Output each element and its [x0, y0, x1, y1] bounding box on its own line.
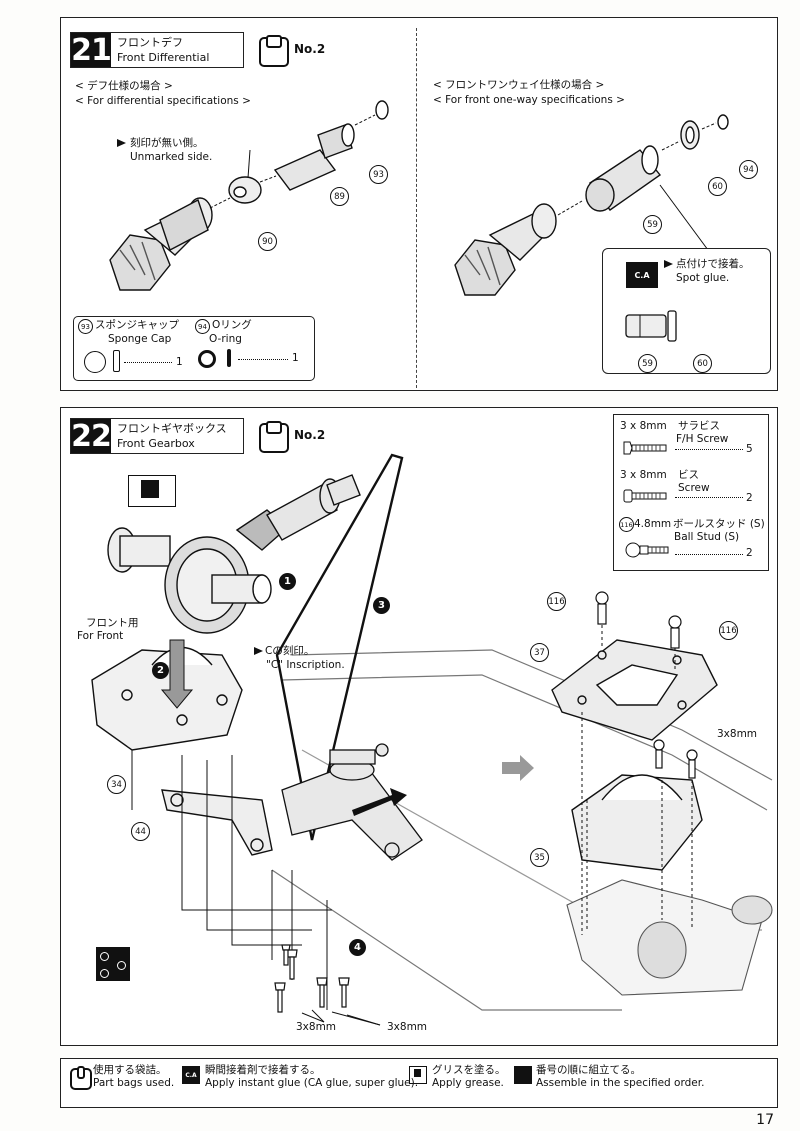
heading-oneway-jp: < フロントワンウェイ仕様の場合 >: [433, 79, 605, 91]
part-35: 35: [530, 848, 549, 867]
legend-bag: 使用する袋詰。 Part bags used.: [93, 1064, 175, 1089]
arrow-icon: [117, 139, 126, 147]
hardware-name-en: F/H Screw: [676, 433, 729, 445]
leader-line: [675, 449, 743, 450]
sponge-cap-icon: [84, 351, 106, 373]
part-34: 34: [107, 775, 126, 794]
hardware-size: 4.8mm: [634, 518, 672, 530]
leader-line: [238, 359, 288, 360]
grease-icon: [128, 475, 176, 507]
leader-line: [124, 362, 172, 363]
part-59: 59: [638, 354, 657, 373]
label-for-front-en: For Front: [77, 630, 124, 642]
part-name-en: Sponge Cap: [108, 333, 172, 345]
hardware-name-en: Ball Stud (S): [674, 531, 740, 543]
step-title-jp: フロントデフ: [117, 36, 183, 49]
page-number: 17: [756, 1112, 774, 1128]
hardware-size: 3 x 8mm: [620, 469, 667, 481]
order-step-1: 1: [279, 573, 296, 590]
part-37: 37: [530, 643, 549, 662]
hardware-name-jp: ビス: [678, 469, 699, 481]
bag-icon: [70, 1066, 92, 1090]
divider: [416, 28, 417, 388]
screw-label: 3x8mm: [717, 728, 758, 740]
ball-stud-icon: [625, 542, 669, 558]
step-number: 22: [71, 418, 112, 454]
step-title-en: Front Differential: [117, 51, 210, 64]
glue-note-jp: 点付けで接着。: [676, 258, 750, 270]
part-116: 116: [619, 517, 634, 532]
step-number: 21: [71, 32, 112, 68]
hardware-size: 3 x 8mm: [620, 420, 667, 432]
part-116: 116: [719, 621, 738, 640]
part-94: 94: [739, 160, 758, 179]
fh-screw-icon: [623, 441, 667, 455]
note-c-jp: Cの刻印。: [265, 645, 315, 657]
part-116: 116: [547, 592, 566, 611]
heading-jp: < デフ仕様の場合 >: [75, 80, 173, 92]
part-59: 59: [643, 215, 662, 234]
sponge-cap-side-icon: [113, 350, 120, 372]
ca-glue-icon: C.A: [626, 262, 658, 288]
screw-label: 3x8mm: [387, 1021, 428, 1033]
order-step-3: 3: [373, 597, 390, 614]
arrow-icon: [664, 260, 673, 268]
front-oneway-diagram: [454, 114, 729, 296]
part-60: 60: [708, 177, 727, 196]
part-90: 90: [258, 232, 277, 251]
leader-line: [675, 554, 743, 555]
screw-icon: [623, 489, 667, 503]
o-ring-side-icon: [227, 349, 231, 367]
bag-number: No.2: [294, 42, 326, 56]
step-title-jp: フロントギヤボックス: [117, 422, 227, 435]
hardware-qty: 5: [746, 443, 753, 455]
hardware-qty: 2: [746, 547, 753, 559]
step-22-header: 22 フロントギヤボックス Front Gearbox: [70, 418, 244, 454]
order-icon: [96, 947, 130, 981]
order-step-4: 4: [349, 939, 366, 956]
note-unmarked-jp: 刻印が無い側。: [130, 137, 204, 149]
glue-note-en: Spot glue.: [676, 272, 730, 284]
part-89: 89: [330, 187, 349, 206]
part-93: 93: [78, 319, 93, 334]
part-94: 94: [195, 319, 210, 334]
leader-line: [675, 497, 743, 498]
bag-icon: [259, 35, 289, 67]
glue-parts-diagram: [625, 310, 677, 342]
bag-icon: [259, 421, 289, 453]
legend-grease: グリスを塗る。 Apply grease.: [432, 1064, 506, 1089]
part-qty: 1: [176, 356, 183, 368]
note-unmarked-en: Unmarked side.: [130, 151, 213, 163]
front-gearbox-diagram: [91, 453, 773, 1026]
front-differential-diagram: [109, 100, 389, 291]
hardware-name-jp: サラビス: [678, 420, 720, 432]
legend-ca-glue: 瞬間接着剤で接着する。 Apply instant glue (CA glue,…: [205, 1064, 419, 1089]
screw-label: 3x8mm: [296, 1021, 337, 1033]
order-step-2: 2: [152, 662, 169, 679]
hardware-name-jp: ボールスタッド (S): [673, 518, 765, 530]
step-title-en: Front Gearbox: [117, 437, 195, 450]
hardware-name-en: Screw: [678, 482, 710, 494]
part-qty: 1: [292, 352, 299, 364]
arrow-icon: [254, 647, 263, 655]
part-name-jp: Oリング: [212, 319, 252, 331]
part-name-en: O-ring: [209, 333, 242, 345]
order-icon: [514, 1066, 532, 1084]
label-for-front-jp: フロント用: [86, 617, 139, 629]
hardware-qty: 2: [746, 492, 753, 504]
step-21-header: 21 フロントデフ Front Differential: [70, 32, 244, 68]
part-60: 60: [693, 354, 712, 373]
part-44: 44: [131, 822, 150, 841]
part-name-jp: スポンジキャップ: [95, 319, 179, 331]
bag-number: No.2: [294, 428, 326, 442]
legend-order: 番号の順に組立てる。 Assemble in the specified ord…: [536, 1064, 705, 1089]
o-ring-icon: [198, 350, 216, 368]
note-c-en: "C" Inscription.: [266, 659, 345, 671]
ca-glue-icon: C.A: [182, 1066, 200, 1084]
grease-icon: [409, 1066, 427, 1084]
part-93: 93: [369, 165, 388, 184]
heading-oneway-en: < For front one-way specifications >: [433, 94, 625, 106]
heading-en: < For differential specifications >: [75, 95, 251, 107]
